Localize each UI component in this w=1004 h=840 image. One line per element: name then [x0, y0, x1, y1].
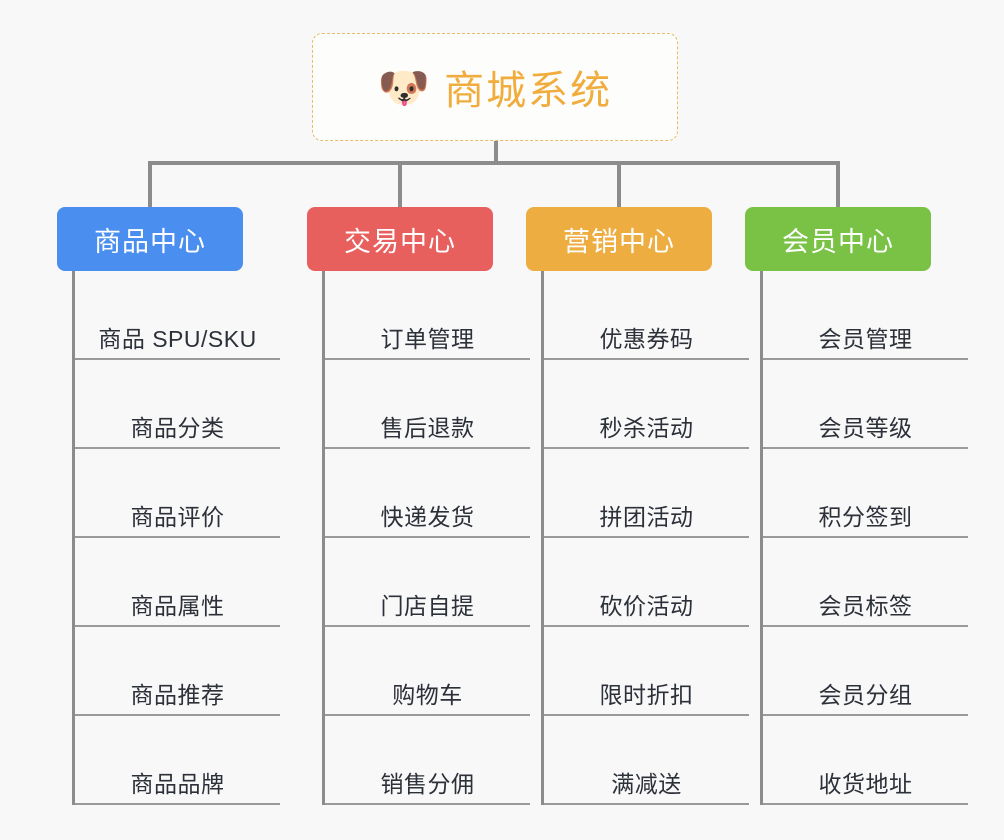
list-item[interactable]: 会员管理: [763, 271, 968, 360]
leaf-label: 拼团活动: [599, 504, 694, 530]
category-label: 商品中心: [94, 226, 206, 257]
leaf-label: 商品品牌: [130, 771, 225, 797]
leaf-label: 购物车: [392, 682, 463, 708]
list-item[interactable]: 会员分组: [763, 627, 968, 716]
leaf-label: 优惠券码: [599, 326, 694, 352]
category-header-营销中心[interactable]: 营销中心: [526, 207, 712, 271]
category-header-商品中心[interactable]: 商品中心: [57, 207, 243, 271]
connector-drop-商品中心: [148, 161, 152, 207]
leaf-label: 限时折扣: [599, 682, 694, 708]
leaf-label: 收货地址: [818, 771, 913, 797]
leaf-list-会员中心: 会员管理 会员等级 积分签到 会员标签 会员分组 收货地址: [760, 271, 968, 805]
connector-drop-交易中心: [398, 161, 402, 207]
leaf-list-营销中心: 优惠券码 秒杀活动 拼团活动 砍价活动 限时折扣 满减送: [541, 271, 749, 805]
list-item[interactable]: 商品评价: [75, 449, 280, 538]
category-label: 交易中心: [344, 226, 456, 257]
leaf-label: 订单管理: [380, 326, 475, 352]
leaf-label: 满减送: [611, 771, 682, 797]
category-column-交易中心: 交易中心 订单管理 售后退款 快递发货 门店自提 购物车 销售分佣: [307, 207, 547, 805]
list-item[interactable]: 收货地址: [763, 716, 968, 805]
list-item[interactable]: 商品推荐: [75, 627, 280, 716]
leaf-label: 销售分佣: [380, 771, 475, 797]
category-column-营销中心: 营销中心 优惠券码 秒杀活动 拼团活动 砍价活动 限时折扣 满减送: [526, 207, 766, 805]
category-header-交易中心[interactable]: 交易中心: [307, 207, 493, 271]
list-item[interactable]: 快递发货: [325, 449, 530, 538]
leaf-label: 砍价活动: [599, 593, 694, 619]
connector-horizontal-bus: [148, 161, 840, 165]
list-item[interactable]: 积分签到: [763, 449, 968, 538]
leaf-label: 秒杀活动: [599, 415, 694, 441]
category-label: 会员中心: [782, 226, 894, 257]
list-item[interactable]: 销售分佣: [325, 716, 530, 805]
list-item[interactable]: 砍价活动: [544, 538, 749, 627]
category-label: 营销中心: [563, 226, 675, 257]
connector-drop-营销中心: [617, 161, 621, 207]
category-header-会员中心[interactable]: 会员中心: [745, 207, 931, 271]
leaf-label: 商品推荐: [130, 682, 225, 708]
leaf-label: 商品评价: [130, 504, 225, 530]
leaf-label: 商品分类: [130, 415, 225, 441]
list-item[interactable]: 商品属性: [75, 538, 280, 627]
list-item[interactable]: 会员等级: [763, 360, 968, 449]
list-item[interactable]: 秒杀活动: [544, 360, 749, 449]
list-item[interactable]: 会员标签: [763, 538, 968, 627]
leaf-label: 会员管理: [818, 326, 913, 352]
list-item[interactable]: 门店自提: [325, 538, 530, 627]
leaf-list-交易中心: 订单管理 售后退款 快递发货 门店自提 购物车 销售分佣: [322, 271, 530, 805]
leaf-label: 会员等级: [818, 415, 913, 441]
category-column-商品中心: 商品中心 商品 SPU/SKU 商品分类 商品评价 商品属性 商品推荐 商品品牌: [57, 207, 297, 805]
root-title: 商城系统: [444, 69, 613, 113]
leaf-label: 售后退款: [380, 415, 475, 441]
list-item[interactable]: 售后退款: [325, 360, 530, 449]
connector-root-stem: [494, 141, 498, 165]
list-item[interactable]: 满减送: [544, 716, 749, 805]
connector-drop-会员中心: [836, 161, 840, 207]
list-item[interactable]: 商品品牌: [75, 716, 280, 805]
list-item[interactable]: 订单管理: [325, 271, 530, 360]
root-node[interactable]: 🐶 商城系统: [312, 33, 678, 141]
list-item[interactable]: 商品 SPU/SKU: [75, 271, 280, 360]
category-column-会员中心: 会员中心 会员管理 会员等级 积分签到 会员标签 会员分组 收货地址: [745, 207, 985, 805]
list-item[interactable]: 购物车: [325, 627, 530, 716]
leaf-label: 商品属性: [130, 593, 225, 619]
dog-face-icon: 🐶: [377, 64, 431, 111]
leaf-label: 会员分组: [818, 682, 913, 708]
leaf-label: 快递发货: [380, 504, 475, 530]
leaf-label: 门店自提: [380, 593, 475, 619]
list-item[interactable]: 商品分类: [75, 360, 280, 449]
leaf-label: 会员标签: [818, 593, 913, 619]
leaf-label: 积分签到: [818, 504, 913, 530]
list-item[interactable]: 限时折扣: [544, 627, 749, 716]
list-item[interactable]: 拼团活动: [544, 449, 749, 538]
list-item[interactable]: 优惠券码: [544, 271, 749, 360]
leaf-label: 商品 SPU/SKU: [98, 326, 257, 352]
leaf-list-商品中心: 商品 SPU/SKU 商品分类 商品评价 商品属性 商品推荐 商品品牌: [72, 271, 280, 805]
